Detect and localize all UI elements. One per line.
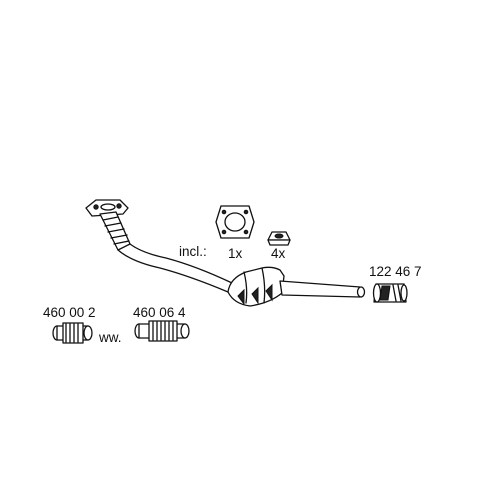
- clamp-part-number: 122 46 7: [369, 264, 422, 279]
- included-label: incl.:: [179, 244, 207, 259]
- flex-section: [99, 211, 131, 251]
- manifold-flange: [85, 199, 129, 217]
- front-pipe-with-catalytic-converter: [85, 199, 366, 307]
- flex-pipe-long-icon: [134, 320, 190, 342]
- gasket-quantity: 1x: [228, 246, 243, 261]
- clamp-sleeve-icon: [372, 283, 408, 303]
- alternative-label: ww.: [99, 330, 122, 345]
- nut-quantity: 4x: [271, 246, 286, 261]
- gasket-icon: [215, 205, 255, 239]
- outlet-pipe: [279, 280, 366, 298]
- catalytic-converter: [227, 266, 285, 307]
- flex-pipe-long-part-number: 460 06 4: [133, 305, 186, 320]
- flex-pipe-short-part-number: 460 00 2: [43, 305, 96, 320]
- flex-pipe-short-icon: [52, 322, 93, 344]
- nut-icon: [267, 231, 291, 246]
